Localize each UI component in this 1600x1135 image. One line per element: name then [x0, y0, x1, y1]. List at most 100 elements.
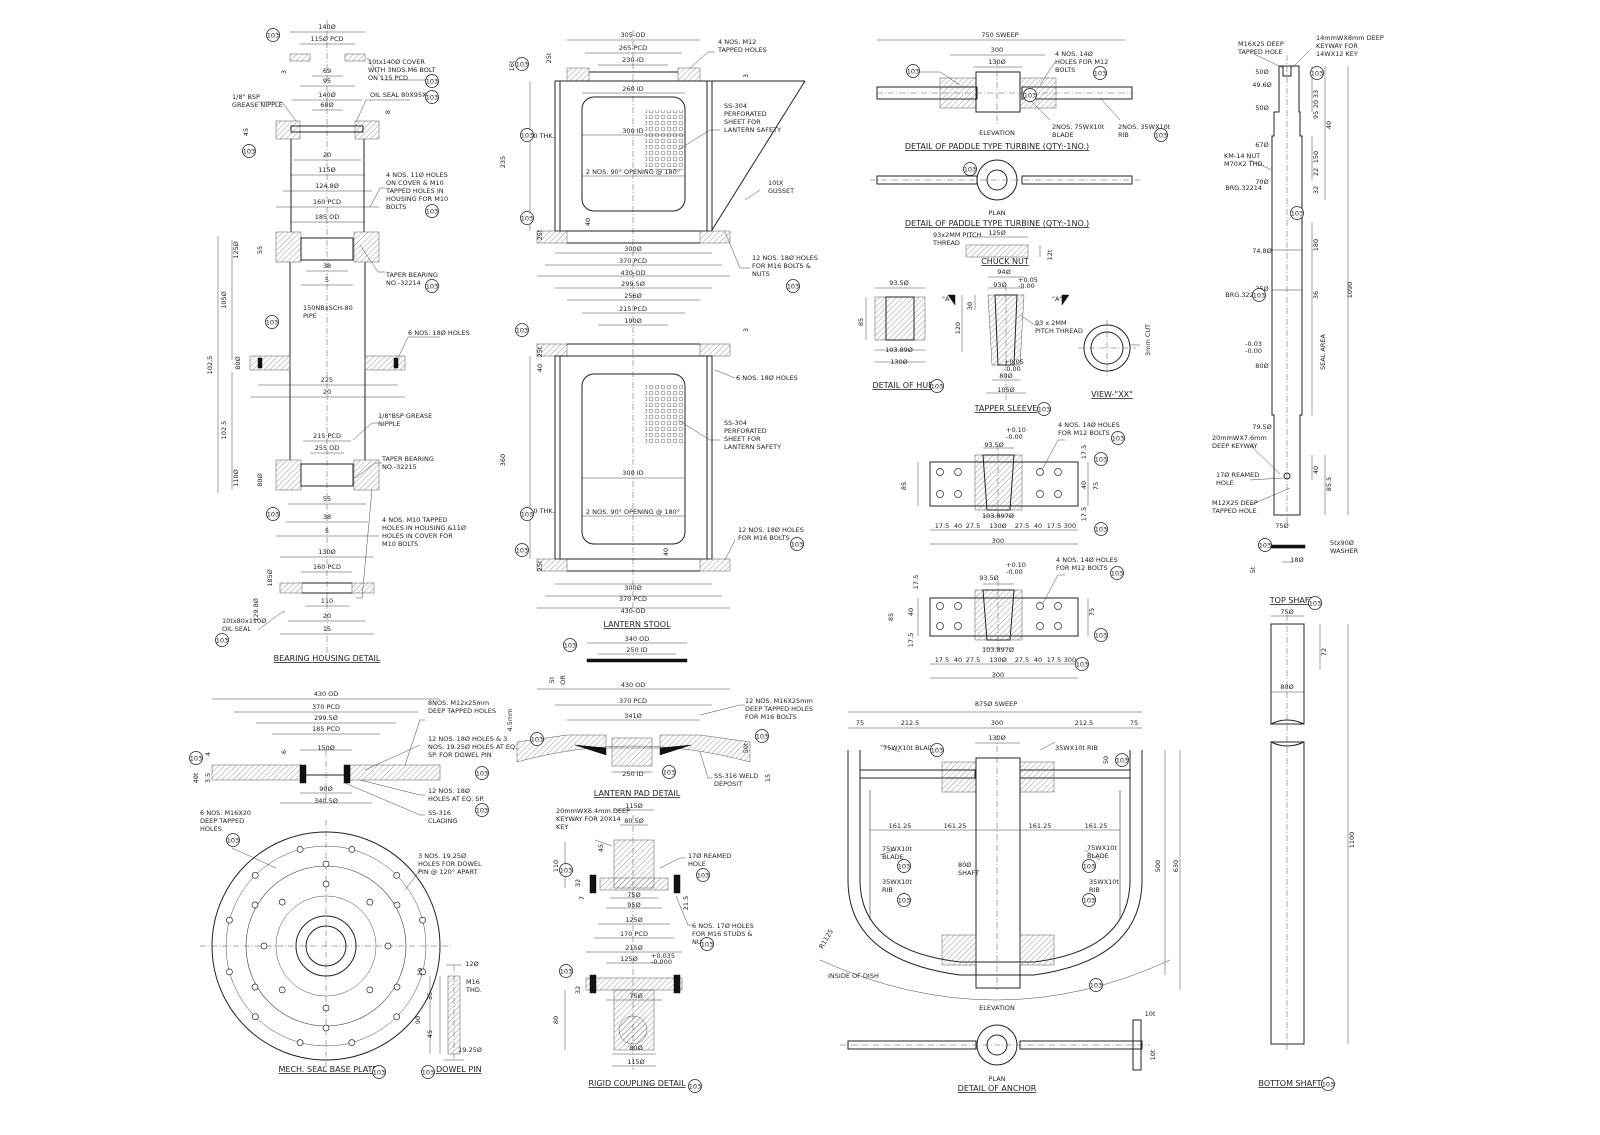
reference-tag: 103 [425, 74, 439, 88]
dimension-label: 630 [1172, 860, 1180, 872]
dimension-label: 260 ID [622, 85, 643, 93]
dowel-pin-detail [429, 964, 464, 1061]
hub-title: DETAIL OF HUB [872, 381, 933, 390]
dimension-label: 103.897Ø [982, 646, 1014, 654]
dimension-label: 115Ø [627, 1058, 645, 1066]
reference-tag: 103 [1094, 628, 1108, 642]
reference-tag-label: 103 [907, 68, 919, 76]
dimension-label: 27.5 [966, 656, 980, 664]
dimension-label: 25t [545, 52, 553, 63]
dimension-label: 299.5Ø [621, 280, 645, 288]
reference-tag: 103 [1094, 522, 1108, 536]
dimension-label: 93.5Ø [984, 441, 1004, 449]
bolt-hole [296, 1039, 304, 1046]
dimension-label: 129.8Ø [252, 598, 260, 622]
dimension-label: 875Ø SWEEP [975, 700, 1017, 708]
dimension-label: 80Ø [999, 372, 1012, 380]
dimension-label: 103.897Ø [982, 512, 1014, 520]
reference-tag: 103 [1082, 893, 1096, 907]
reference-tag: 103 [930, 743, 944, 757]
reference-tag-layer: 1031031031031031031031031031031031031031… [189, 28, 1335, 1093]
dimension-label: 6 [280, 750, 288, 754]
dimension-label: 40 [954, 656, 962, 664]
dimension-label: 110Ø [232, 469, 240, 487]
dimension-label: 2 NOS. 90° OPENING @ 180° [586, 508, 680, 516]
dimension-label: 85 [857, 318, 865, 326]
dimension-label: 40 [536, 364, 544, 372]
reference-tag: 103 [897, 893, 911, 907]
reference-tag: 103 [559, 863, 573, 877]
dimension-label: 212.5 [901, 719, 920, 727]
dimension-label: 79.5Ø [1252, 423, 1272, 431]
clamp-one-holes [936, 468, 1062, 498]
dimension-label: 17.5 [1047, 522, 1061, 530]
dimension-label: 10t [1145, 1010, 1156, 1018]
dimension-label: 85 [900, 482, 908, 490]
reference-tag-label: 103 [1253, 292, 1265, 300]
reference-tag: 103 [688, 1079, 702, 1093]
dimension-label: 130Ø [890, 358, 908, 366]
dimension-label: 15 [323, 625, 331, 633]
dimension-label: 125Ø [988, 229, 1006, 237]
dimension-label: 20 [323, 612, 331, 620]
bolt-hole [393, 871, 401, 879]
dimension-label: 33 [1312, 90, 1320, 98]
dimension-label: 185 PCD [312, 725, 340, 733]
reference-tag-label: 103 [267, 32, 279, 40]
reference-tag: 103 [189, 751, 203, 765]
reference-tag-label: 103 [426, 208, 438, 216]
lantern-pad-detail [516, 642, 751, 779]
dimension-label: 140Ø [318, 23, 336, 31]
dimension-label: 80Ø [629, 1044, 642, 1052]
dimension-label: 341Ø [624, 712, 642, 720]
dimension-label: 20 [1312, 100, 1320, 108]
reference-tag: 103 [1089, 978, 1103, 992]
dimension-label: 130Ø [989, 656, 1007, 664]
dimension-label: 22 [1312, 168, 1320, 176]
dimension-label: 360 [499, 454, 507, 466]
reference-tag: 103 [786, 279, 800, 293]
reference-tag-label: 103 [1291, 210, 1303, 218]
dimension-label: 120 [954, 322, 962, 334]
dimension-label: 10 THK. [529, 132, 555, 140]
dimension-label: 80 [552, 1016, 560, 1024]
reference-tag-label: 103 [1155, 132, 1167, 140]
hub-detail [865, 287, 926, 363]
top-shaft-detail [1249, 49, 1349, 563]
clamp-two-holes [936, 602, 1062, 630]
reference-tag-label: 103 [426, 78, 438, 86]
dimension-label: 300 [1064, 522, 1076, 530]
dimension-label: 4 [204, 752, 212, 756]
reference-tag-label: 103 [697, 872, 709, 880]
bearing-housing-title: BEARING HOUSING DETAIL [274, 654, 381, 663]
dimension-label: 235 [499, 156, 507, 168]
dimension-label: 95 [323, 77, 331, 85]
dimension-label: 105Ø [997, 386, 1015, 394]
dimension-label: 25t [536, 346, 544, 357]
dimension-label: 75 [856, 719, 864, 727]
tolerance-label: -0.00 [1004, 365, 1021, 373]
dimension-label: 265-PCD [619, 44, 647, 52]
dimension-label: 180 [1312, 239, 1320, 251]
dimension-label: 40 [662, 548, 670, 556]
reference-tag: 103 [1111, 431, 1125, 445]
dimension-label: 299.5Ø [314, 714, 338, 722]
reference-tag-label: 103 [1259, 542, 1271, 550]
dimension-label: 19.25Ø [458, 1046, 482, 1054]
dimension-label: 17.5 [935, 656, 949, 664]
chuck-nut-title: CHUCK NUT [981, 257, 1029, 266]
dimension-label: 185 OD [315, 213, 340, 221]
dowel-pin-title: DOWEL PIN [436, 1065, 482, 1074]
turbine-elevation-label: ELEVATION [979, 129, 1015, 137]
bolt-hole [1054, 490, 1062, 498]
